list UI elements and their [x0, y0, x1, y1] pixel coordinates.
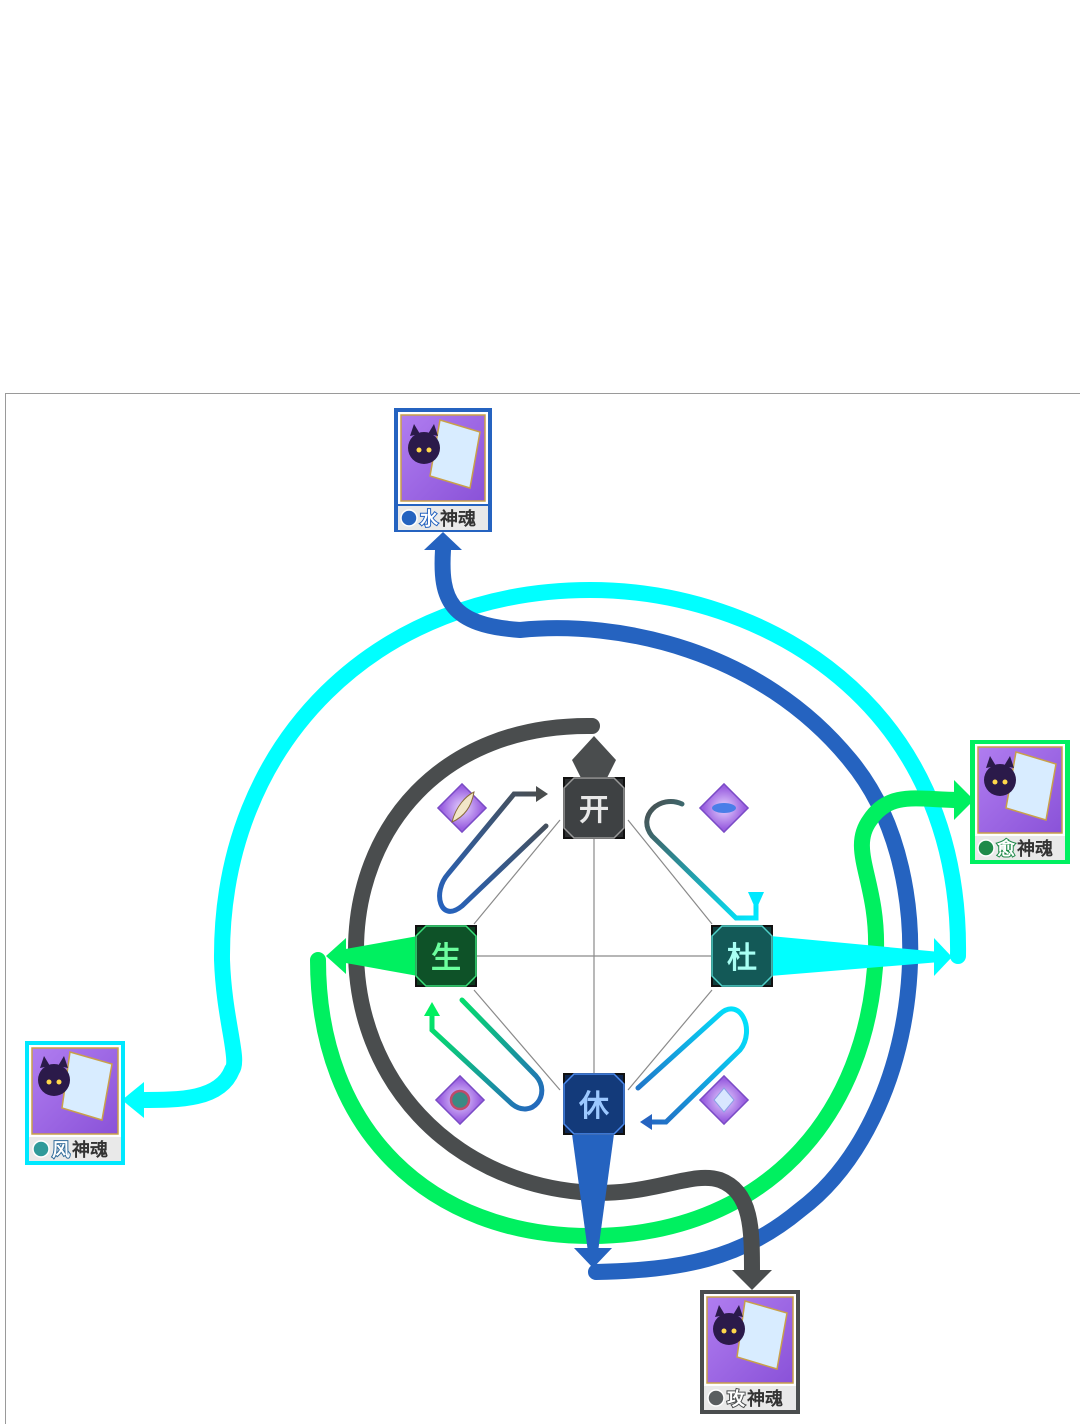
kai-beam: [572, 736, 616, 780]
card-heal[interactable]: 愈 神魂: [970, 740, 1070, 864]
heal-arrowhead: [954, 780, 974, 820]
gate-xiu-label: 休: [578, 1089, 610, 1124]
card-wind-suffix: 神魂: [72, 1139, 108, 1161]
card-water-suffix: 神魂: [440, 508, 476, 530]
orb-shape: [449, 1089, 471, 1111]
wind-arrowhead: [122, 1082, 144, 1118]
blade-icon: [707, 1389, 725, 1407]
du-beam: [770, 936, 940, 976]
hairpin-sheng-xiu-head: [424, 1002, 440, 1016]
xiu-beam-head: [574, 1248, 612, 1268]
hairpin-xiu-du: [635, 1006, 750, 1125]
gate-kai[interactable]: 开: [563, 777, 625, 839]
card-water[interactable]: 水 神魂: [394, 408, 492, 532]
xiu-beam: [572, 1134, 614, 1252]
hairpin-xiu-du-head: [640, 1114, 652, 1130]
card-attack-art-icon: [736, 1300, 788, 1370]
card-water-element: 水: [420, 508, 439, 530]
card-wind[interactable]: 风 神魂: [25, 1041, 125, 1165]
gate-xiu[interactable]: 休: [563, 1073, 625, 1135]
hairpin-kai-sheng-head: [536, 786, 548, 802]
hairpin-kai-sheng: [437, 791, 549, 914]
card-wind-art-icon: [61, 1051, 113, 1121]
diagram-frame: [5, 393, 1080, 1424]
sheng-beam-head: [326, 938, 346, 974]
card-heal-element: 愈: [996, 838, 1016, 860]
du-beam-head: [934, 938, 952, 976]
card-attack-element: 攻: [727, 1388, 746, 1410]
card-attack[interactable]: 攻 神魂: [700, 1290, 800, 1414]
card-wind-element: 风: [52, 1140, 70, 1161]
attack-flow: [347, 717, 760, 1280]
card-attack-suffix: 神魂: [747, 1388, 783, 1410]
gate-du-label: 杜: [727, 941, 757, 976]
gate-sheng[interactable]: 生: [415, 925, 477, 987]
hairpin-du-kai-head: [748, 892, 764, 910]
swirl-icon: [400, 509, 418, 527]
fish-shape: [712, 803, 736, 813]
hairpin-du-kai: [644, 799, 759, 921]
heal-flow: [310, 790, 966, 1245]
gate-kai-label: 开: [579, 793, 609, 828]
water-flow: [434, 542, 919, 1280]
heart-icon: [977, 839, 995, 857]
crystal-shape: [713, 1087, 735, 1113]
hairpin-sheng-xiu: [429, 997, 545, 1112]
sheng-beam: [340, 936, 418, 976]
water-arrowhead: [424, 532, 462, 550]
wind-icon: [32, 1140, 50, 1158]
card-heal-suffix: 神魂: [1017, 838, 1053, 860]
attack-arrowhead: [732, 1270, 772, 1290]
wind-flow: [132, 581, 967, 1108]
gate-sheng-label: 生: [431, 941, 461, 976]
inner-grid: [473, 819, 713, 1091]
feather-shape: [451, 791, 475, 823]
gate-du[interactable]: 杜: [711, 925, 773, 987]
